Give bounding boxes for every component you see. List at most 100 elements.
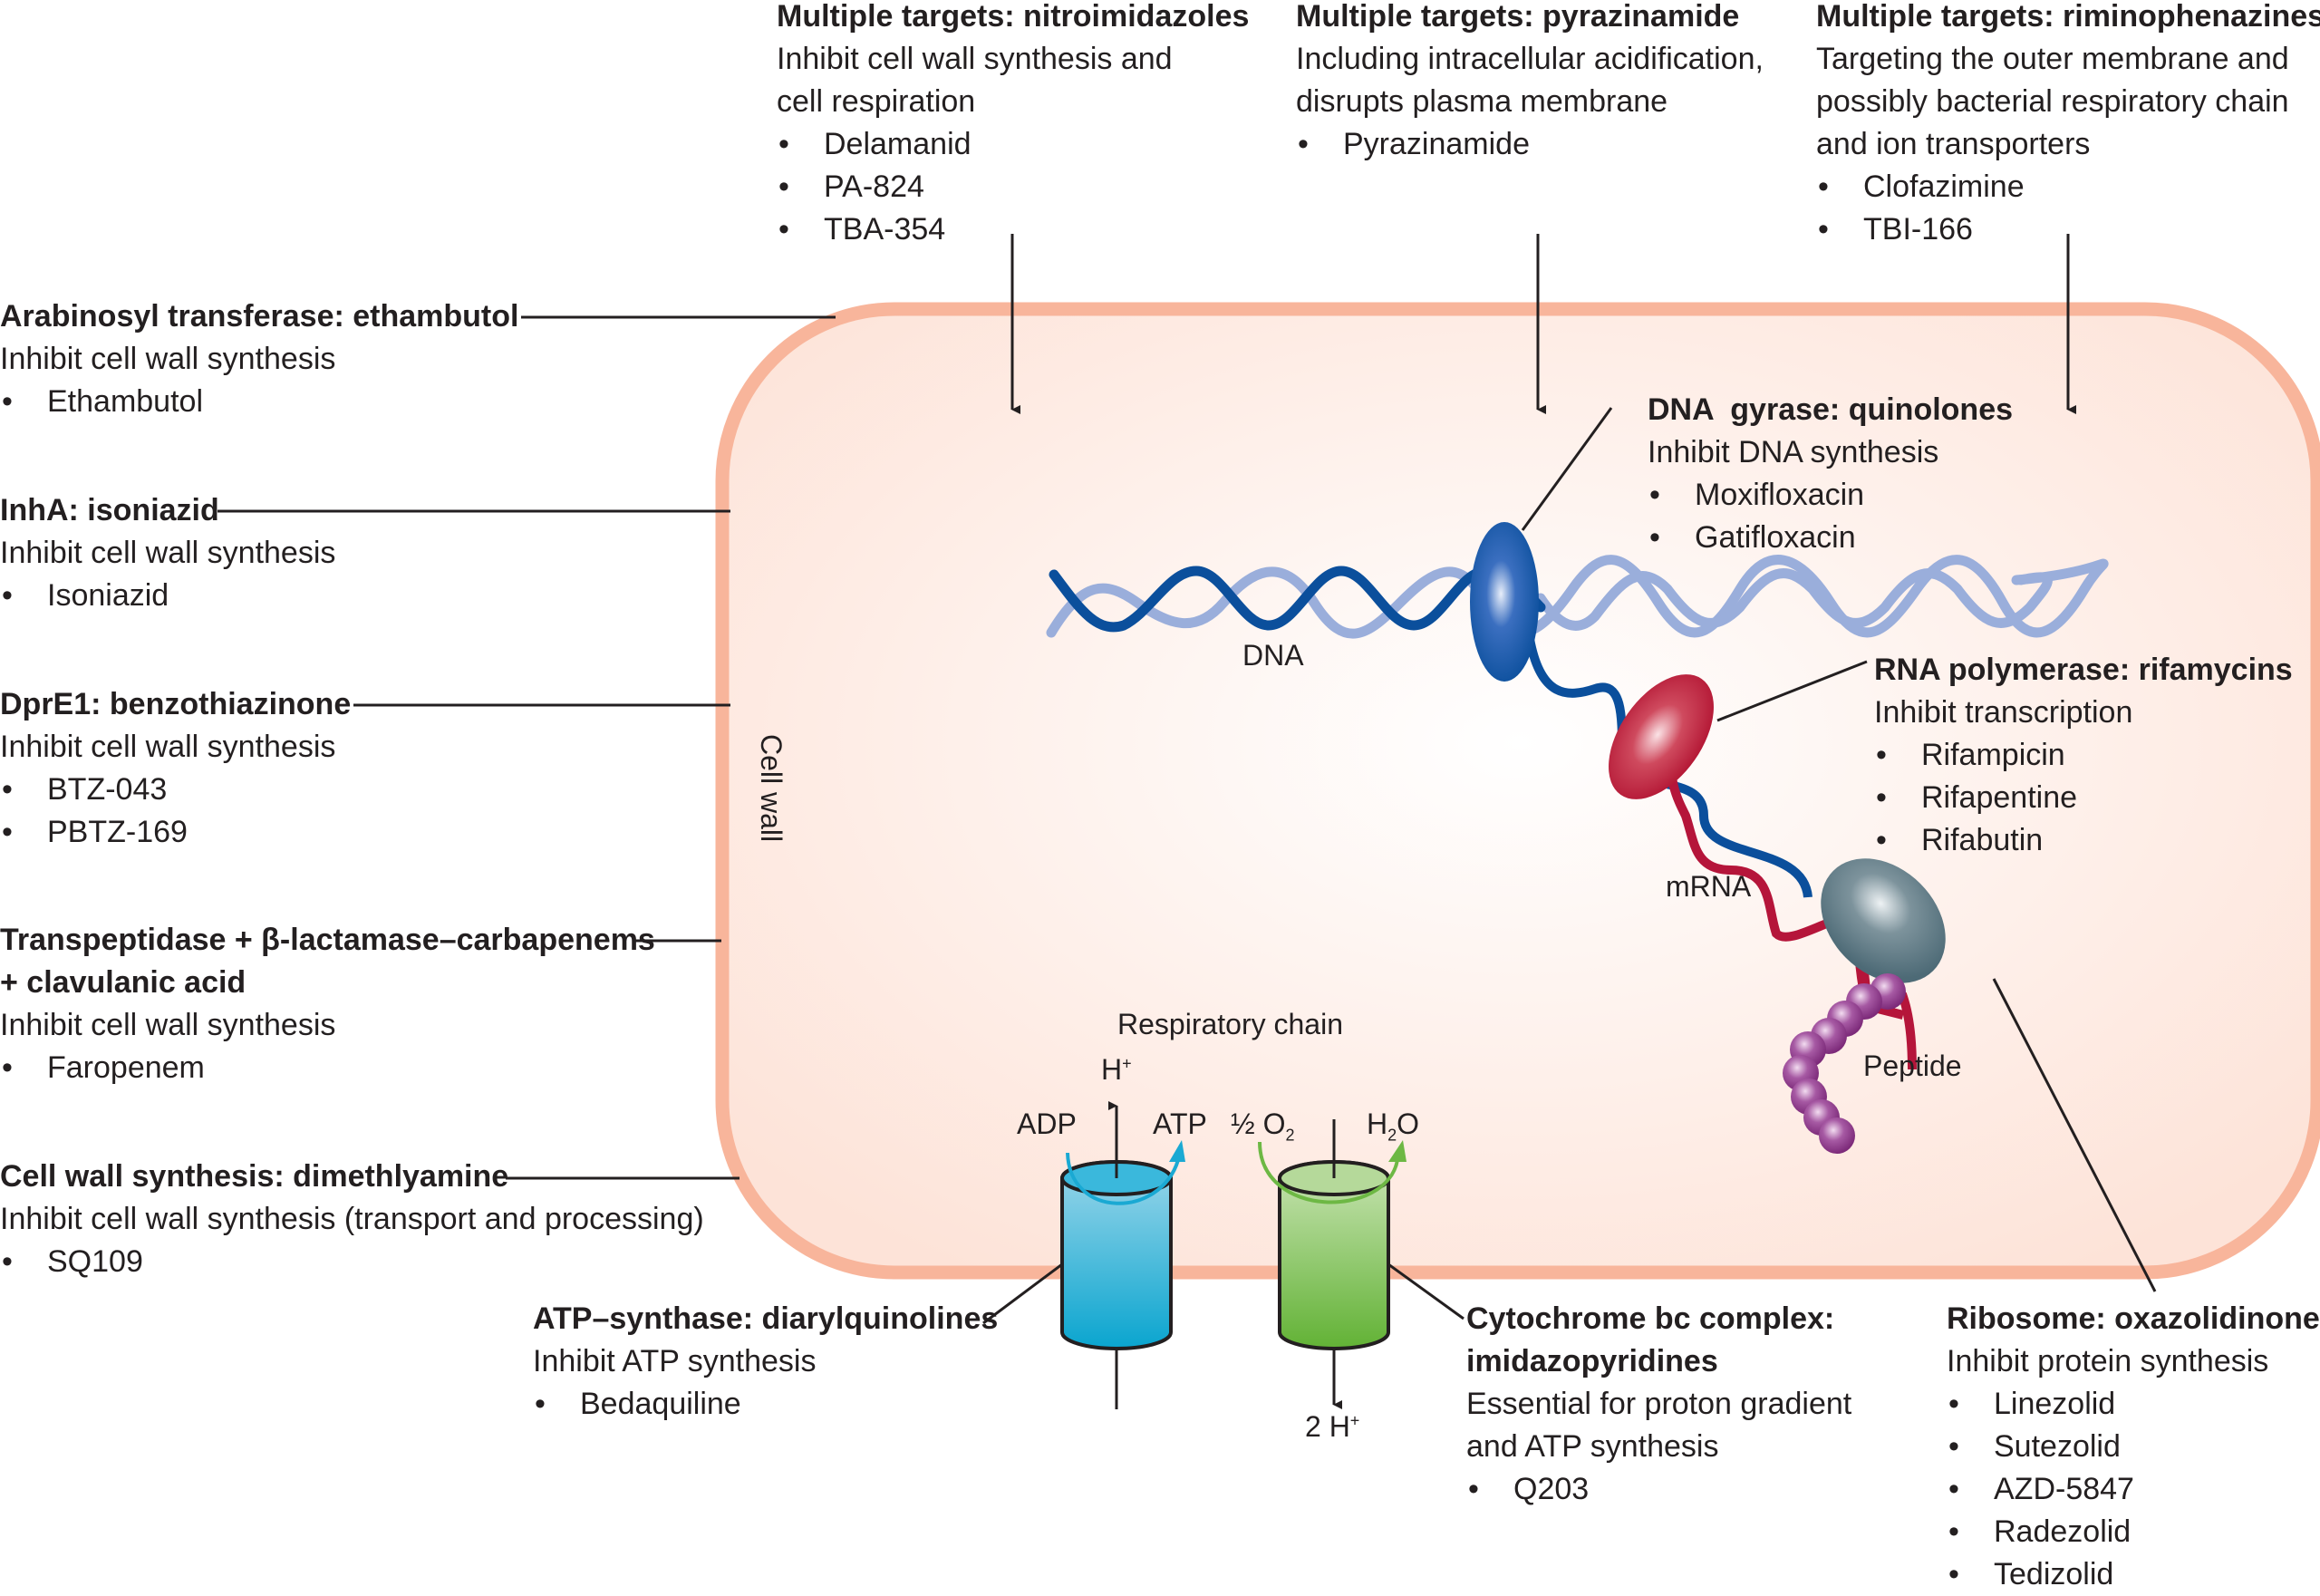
dna-strand-light-tail bbox=[1535, 568, 2053, 631]
target-title: DNA gyrase: quinolones bbox=[1648, 392, 2014, 427]
atp-synthase bbox=[1060, 1101, 1185, 1409]
drug-item: BTZ-043 bbox=[0, 769, 351, 811]
target-title: ATP–synthase: diarylquinolines bbox=[533, 1301, 999, 1336]
target-description: disrupts plasma membrane bbox=[1296, 84, 1668, 119]
drug-list: SQ109 bbox=[0, 1241, 704, 1283]
leader-line-quinolones bbox=[1521, 407, 1613, 531]
target-title-line2: imidazopyridines bbox=[1466, 1344, 1718, 1378]
target-description: Inhibit protein synthesis bbox=[1947, 1344, 2269, 1378]
ribosome bbox=[1821, 858, 1946, 983]
target-quinolones: DNA gyrase: quinolones Inhibit DNA synth… bbox=[1648, 389, 2013, 559]
target-description: possibly bacterial respiratory chain bbox=[1816, 84, 2289, 119]
adp-label: ADP bbox=[1017, 1108, 1077, 1140]
target-title: Ribosome: oxazolidinones bbox=[1947, 1301, 2320, 1336]
drug-list: Faropenem bbox=[0, 1047, 655, 1089]
drug-item: Clofazimine bbox=[1816, 166, 2320, 208]
drug-item: Gatifloxacin bbox=[1648, 517, 2013, 559]
target-title: RNA polymerase: rifamycins bbox=[1874, 653, 2293, 687]
target-description: Inhibit ATP synthesis bbox=[533, 1344, 817, 1378]
leader-line-rifamycins bbox=[1716, 660, 1868, 722]
drug-item: Ethambutol bbox=[0, 381, 518, 423]
two-h-plus-label: 2 H+ bbox=[1305, 1410, 1360, 1443]
target-carbapenems: Transpeptidase + β-lactamase–carbapenems… bbox=[0, 919, 655, 1089]
half-o2-label: ½ O2 bbox=[1231, 1108, 1295, 1145]
target-diarylquinolines: ATP–synthase: diarylquinolines Inhibit A… bbox=[533, 1298, 998, 1426]
drug-item: Radezolid bbox=[1947, 1511, 2320, 1553]
amino-acid bbox=[1819, 1117, 1855, 1154]
h2o-label: H2O bbox=[1367, 1108, 1420, 1145]
leader-line-imidazopyridines bbox=[1387, 1262, 1464, 1320]
drug-item: TBA-354 bbox=[777, 208, 1249, 251]
target-description: Including intracellular acidification, bbox=[1296, 42, 1764, 76]
target-pyrazinamide: Multiple targets: pyrazinamide Including… bbox=[1296, 0, 1764, 166]
target-description: Inhibit transcription bbox=[1874, 695, 2133, 730]
cytochrome-bc-complex bbox=[1258, 1119, 1406, 1409]
target-dimethlyamine: Cell wall synthesis: dimethlyamine Inhib… bbox=[0, 1156, 704, 1283]
drug-item: PA-824 bbox=[777, 166, 1249, 208]
drug-item: Faropenem bbox=[0, 1047, 655, 1089]
target-description: Inhibit DNA synthesis bbox=[1648, 435, 1939, 469]
drug-list: Pyrazinamide bbox=[1296, 123, 1764, 166]
h-plus-label: H+ bbox=[1101, 1053, 1132, 1086]
leader-line-diarylquinolines bbox=[982, 1262, 1063, 1325]
drug-item: Rifabutin bbox=[1874, 819, 2293, 862]
drug-item: Isoniazid bbox=[0, 575, 335, 617]
drug-item: Sutezolid bbox=[1947, 1426, 2320, 1468]
drug-list: Linezolid Sutezolid AZD-5847 Radezolid T… bbox=[1947, 1383, 2320, 1596]
target-title: Transpeptidase + β-lactamase–carbapenems bbox=[0, 923, 655, 957]
peptide-chain bbox=[1783, 973, 1906, 1154]
target-title: DprE1: benzothiazinone bbox=[0, 687, 352, 721]
leader-line-oxazolidinones bbox=[1992, 978, 2157, 1292]
drug-item: PBTZ-169 bbox=[0, 811, 351, 854]
target-description: Inhibit cell wall synthesis bbox=[0, 730, 336, 764]
target-title: InhA: isoniazid bbox=[0, 493, 219, 527]
target-description: Inhibit cell wall synthesis bbox=[0, 536, 336, 570]
drug-item: Rifampicin bbox=[1874, 734, 2293, 777]
drug-list: Q203 bbox=[1466, 1468, 1851, 1511]
target-title: Multiple targets: riminophenazines bbox=[1816, 0, 2320, 34]
target-description: Inhibit cell wall synthesis bbox=[0, 1008, 336, 1042]
target-description: Inhibit cell wall synthesis and bbox=[777, 42, 1173, 76]
drug-item: Moxifloxacin bbox=[1648, 474, 2013, 517]
drug-list: Ethambutol bbox=[0, 381, 518, 423]
drug-item: Rifapentine bbox=[1874, 777, 2293, 819]
drug-item: Linezolid bbox=[1947, 1383, 2320, 1426]
dna-strand-light bbox=[1046, 555, 2109, 639]
drug-list: Rifampicin Rifapentine Rifabutin bbox=[1874, 734, 2293, 862]
target-benzothiazinone: DprE1: benzothiazinone Inhibit cell wall… bbox=[0, 683, 351, 854]
target-title: Cytochrome bc complex: bbox=[1466, 1301, 1835, 1336]
target-title: Arabinosyl transferase: ethambutol bbox=[0, 299, 519, 334]
drug-item: SQ109 bbox=[0, 1241, 704, 1283]
dna-gyrase-enzyme bbox=[1470, 522, 1539, 682]
target-description: Targeting the outer membrane and bbox=[1816, 42, 2289, 76]
rna-polymerase-enzyme bbox=[1609, 674, 1714, 799]
respiratory-chain-label: Respiratory chain bbox=[1117, 1008, 1343, 1040]
target-oxazolidinones: Ribosome: oxazolidinones Inhibit protein… bbox=[1947, 1298, 2320, 1596]
target-title-line2: + clavulanic acid bbox=[0, 965, 246, 1000]
drug-list: BTZ-043 PBTZ-169 bbox=[0, 769, 351, 854]
atp-label: ATP bbox=[1153, 1108, 1207, 1140]
drug-list: Bedaquiline bbox=[533, 1383, 998, 1426]
target-title: Multiple targets: pyrazinamide bbox=[1296, 0, 1740, 34]
drug-item: Tedizolid bbox=[1947, 1553, 2320, 1596]
drug-list: Moxifloxacin Gatifloxacin bbox=[1648, 474, 2013, 559]
cell-wall-label: Cell wall bbox=[755, 734, 788, 843]
drug-list: Isoniazid bbox=[0, 575, 335, 617]
target-description: Inhibit cell wall synthesis bbox=[0, 342, 336, 376]
target-isoniazid: InhA: isoniazid Inhibit cell wall synthe… bbox=[0, 489, 335, 617]
mrna-label: mRNA bbox=[1666, 870, 1752, 903]
target-description: Essential for proton gradient bbox=[1466, 1387, 1852, 1421]
target-riminophenazines: Multiple targets: riminophenazines Targe… bbox=[1816, 0, 2320, 251]
dna-label: DNA bbox=[1242, 639, 1304, 672]
target-title: Cell wall synthesis: dimethlyamine bbox=[0, 1159, 509, 1194]
target-description: and ATP synthesis bbox=[1466, 1429, 1719, 1464]
drug-list: Delamanid PA-824 TBA-354 bbox=[777, 123, 1249, 251]
target-imidazopyridines: Cytochrome bc complex: imidazopyridines … bbox=[1466, 1298, 1851, 1511]
target-ethambutol: Arabinosyl transferase: ethambutol Inhib… bbox=[0, 295, 518, 423]
target-description: and ion transporters bbox=[1816, 127, 2091, 161]
drug-list: Clofazimine TBI-166 bbox=[1816, 166, 2320, 251]
target-nitroimidazoles: Multiple targets: nitroimidazoles Inhibi… bbox=[777, 0, 1249, 251]
target-description: cell respiration bbox=[777, 84, 976, 119]
drug-item: Q203 bbox=[1466, 1468, 1851, 1511]
peptide-label: Peptide bbox=[1863, 1049, 1962, 1082]
